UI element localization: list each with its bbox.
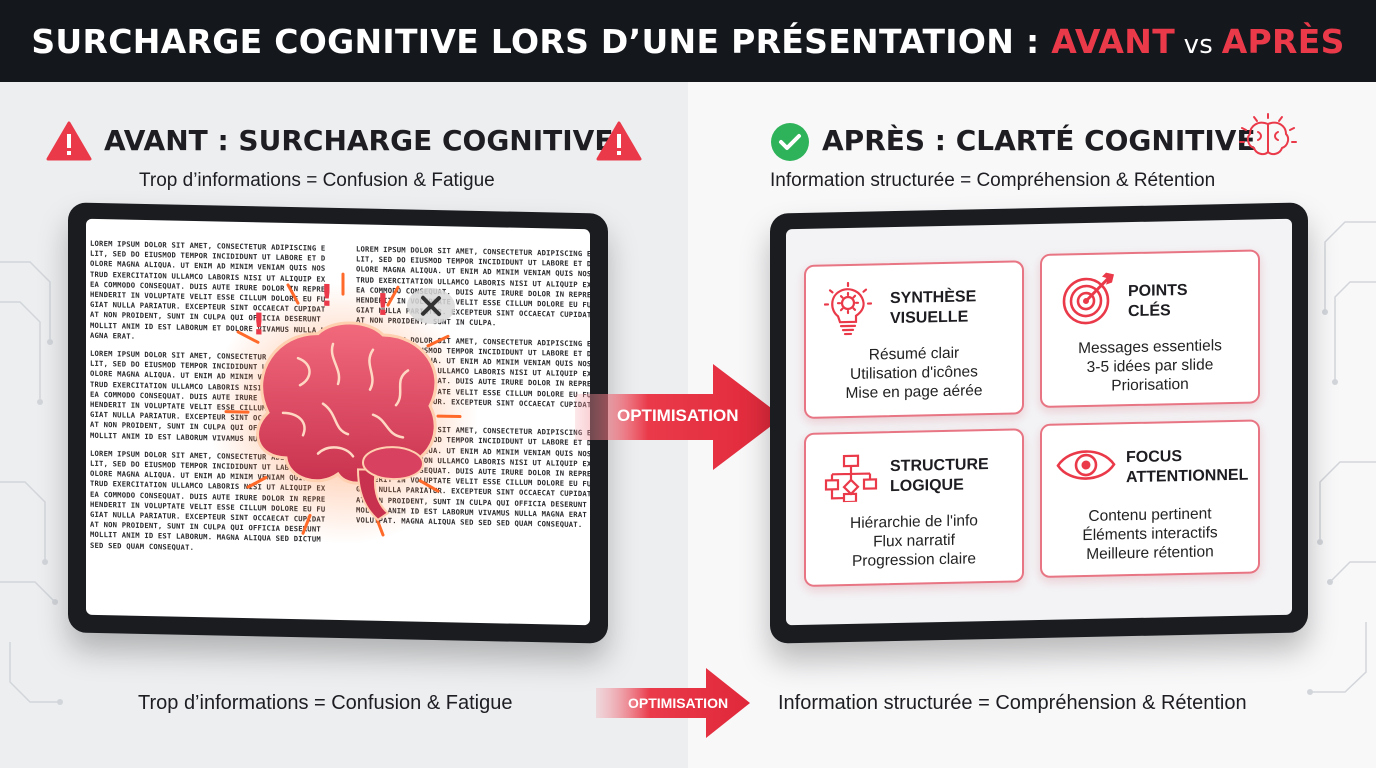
card-title-line: STRUCTURE (890, 456, 989, 476)
header-bar: SURCHARGE COGNITIVE LORS D’UNE PRÉSENTAT… (0, 0, 1376, 82)
close-x-icon (407, 287, 455, 324)
optimisation-arrow (575, 364, 783, 470)
title-main: SURCHARGE COGNITIVE LORS D’UNE PRÉSENTAT… (31, 21, 1052, 61)
card-synthese-visuelle: SYNTHÈSE VISUELLE Résumé clair Utilisati… (804, 260, 1024, 419)
tablet-before-screen: Lorem ipsum dolor sit amet, consectetur … (86, 218, 590, 626)
optimisation-label-small: OPTIMISATION (628, 695, 729, 711)
svg-text:!: ! (376, 288, 390, 323)
card-text-line: Mise en page aérée (845, 382, 983, 403)
circuit-decoration (0, 221, 1376, 705)
tablet-before: Lorem ipsum dolor sit amet, consectetur … (68, 202, 608, 644)
card-structure-logique: STRUCTURE LOGIQUE Hiérarchie de l'info F… (804, 428, 1024, 587)
card-focus-attentionnel: FOCUS ATTENTIONNEL Contenu pertinent Élé… (1040, 419, 1260, 578)
title-vs: vs (1175, 29, 1222, 60)
card-title-line: FOCUS (1126, 448, 1182, 467)
lightbulb-gear-icon (824, 281, 872, 336)
before-heading: AVANT : SURCHARGE COGNITIVE (104, 124, 614, 157)
optimisation-label: OPTIMISATION (617, 406, 739, 425)
card-points-cles: POINTS CLÉS Messages essentiels 3-5 idée… (1040, 249, 1260, 408)
flowchart-icon (824, 454, 878, 503)
warning-triangle-icon (46, 121, 92, 161)
card-title-line: POINTS (1128, 281, 1188, 301)
card-title-line: VISUELLE (890, 308, 969, 328)
title-before: AVANT (1051, 21, 1176, 61)
before-bottom-caption: Trop d’informations = Confusion & Fatigu… (138, 692, 513, 714)
check-circle-icon (771, 123, 809, 161)
title-after: APRÈS (1221, 21, 1345, 61)
target-arrow-icon (1062, 272, 1114, 325)
brain-icon (1239, 113, 1297, 156)
after-heading: APRÈS : CLARTÉ COGNITIVE (822, 124, 1256, 157)
page-title: SURCHARGE COGNITIVE LORS D’UNE PRÉSENTAT… (31, 22, 1344, 61)
before-subtitle: Trop d’informations = Confusion & Fatigu… (139, 170, 495, 191)
warning-triangle-icon (596, 121, 642, 161)
after-bottom-caption: Information structurée = Compréhension &… (778, 692, 1247, 714)
card-title-line: CLÉS (1128, 302, 1171, 321)
card-title-line: LOGIQUE (890, 476, 964, 496)
tablet-after-screen: SYNTHÈSE VISUELLE Résumé clair Utilisati… (786, 218, 1292, 626)
card-text-line: Progression claire (851, 550, 977, 570)
eye-icon (1056, 450, 1116, 480)
card-text-line: Priorisation (1111, 375, 1189, 395)
card-title-line: SYNTHÈSE (890, 288, 977, 308)
tablet-after: SYNTHÈSE VISUELLE Résumé clair Utilisati… (770, 202, 1308, 644)
svg-text:!: ! (320, 279, 334, 314)
optimisation-arrow-small (596, 668, 750, 738)
card-text-line: Meilleure rétention (1086, 543, 1214, 564)
card-title-line: ATTENTIONNEL (1126, 466, 1249, 487)
stressed-brain-icon: !!! (208, 272, 478, 545)
after-subtitle: Information structurée = Compréhension &… (770, 170, 1216, 191)
svg-text:!: ! (252, 307, 266, 342)
